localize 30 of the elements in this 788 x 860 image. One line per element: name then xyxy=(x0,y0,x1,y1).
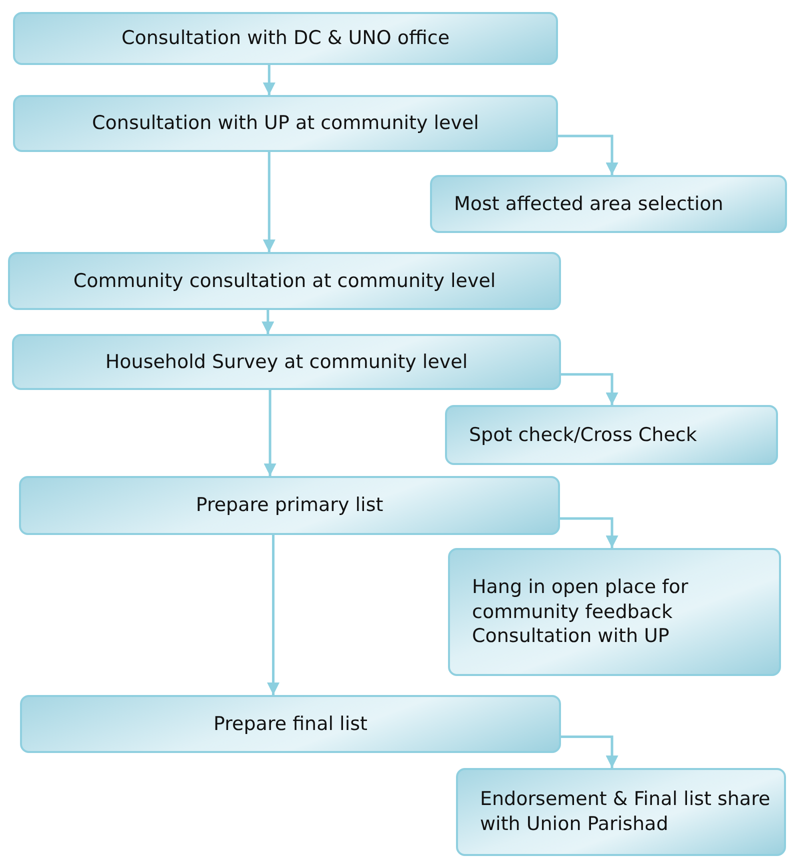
process-box xyxy=(20,695,561,753)
step-text: Spot check/Cross Check xyxy=(469,422,697,448)
step-text: Consultation with DC & UNO office xyxy=(121,26,450,51)
step-text: Most affected area selection xyxy=(454,192,724,216)
process-box xyxy=(456,768,786,856)
process-box xyxy=(8,252,561,310)
step-text: Hang in open place for community feedback xyxy=(472,574,690,624)
step-text: Prepare final list xyxy=(214,712,368,736)
process-box xyxy=(430,175,787,233)
arrow xyxy=(558,134,618,175)
step-text: Community consultation at community level xyxy=(73,268,496,294)
process-box xyxy=(448,548,781,676)
step-text: Prepare primary list xyxy=(196,493,384,518)
arrow xyxy=(267,535,280,695)
step-text: Consultation with UP xyxy=(472,624,670,650)
process-box xyxy=(13,12,558,65)
arrow xyxy=(561,373,618,405)
arrow xyxy=(262,65,276,95)
step-text: Consultation with UP at community level xyxy=(92,111,479,136)
process-box xyxy=(19,476,560,535)
process-box xyxy=(12,334,561,390)
arrow xyxy=(262,310,274,334)
arrow xyxy=(560,517,618,548)
arrow xyxy=(561,736,618,768)
step-text: Household Survey at community level xyxy=(105,350,468,374)
arrow xyxy=(262,152,276,252)
process-box xyxy=(445,405,778,465)
process-box xyxy=(13,95,558,152)
arrow xyxy=(264,390,276,476)
step-text: Endorsement & Final list share with Union Parishad xyxy=(480,787,772,837)
